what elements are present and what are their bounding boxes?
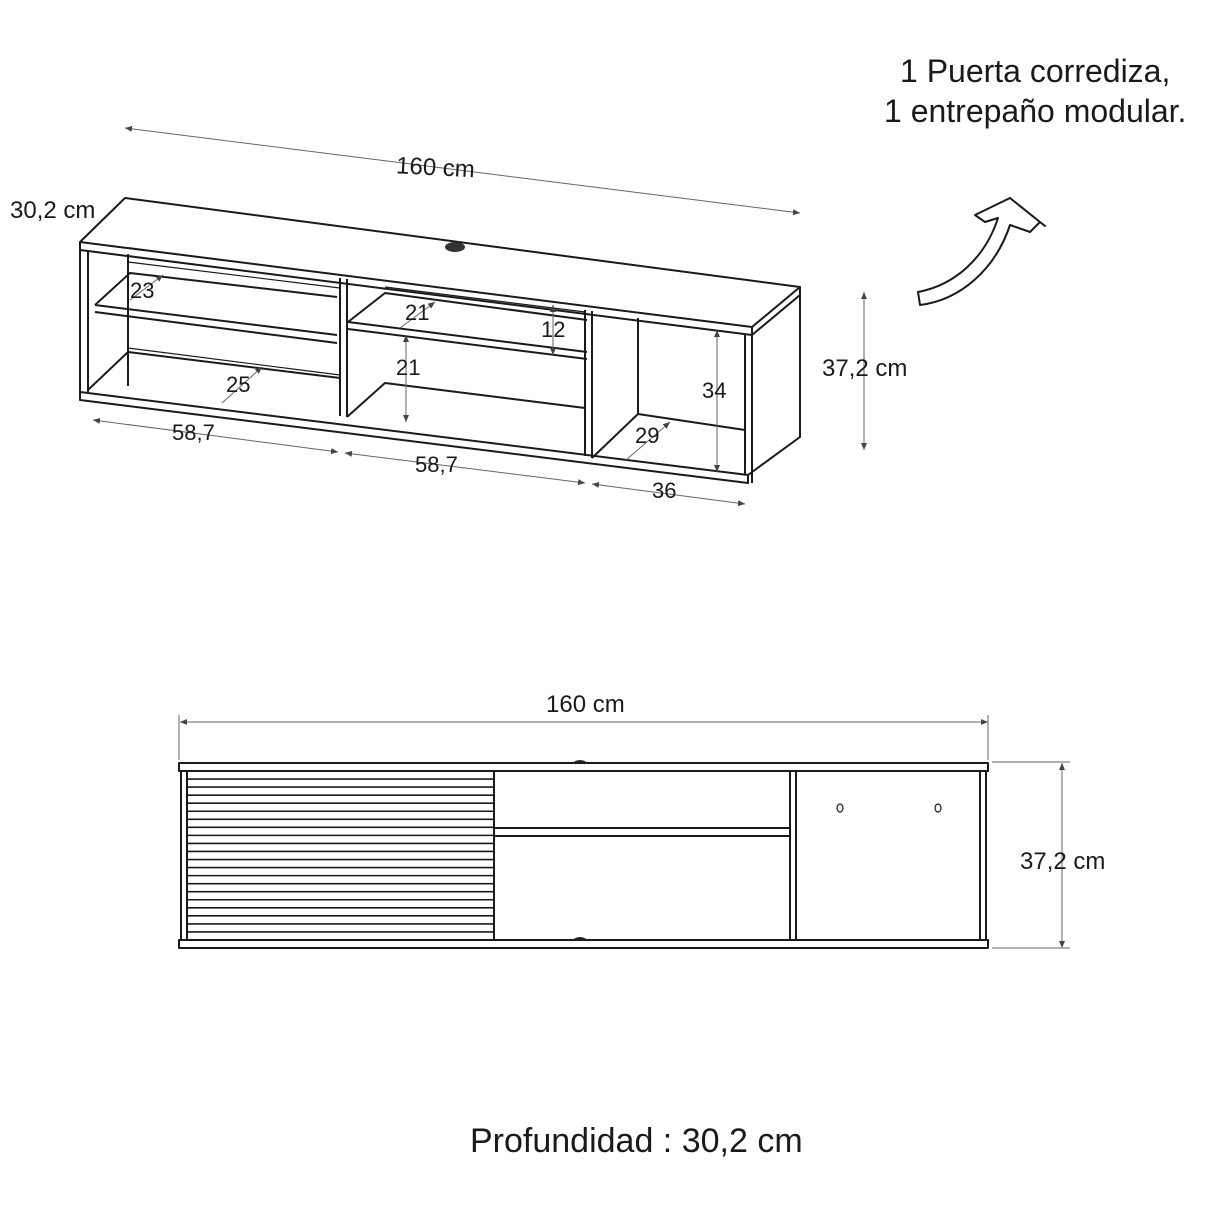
mid-width-label: 58,7 (415, 452, 458, 477)
cable-hole-icon (572, 760, 588, 940)
width-label: 160 cm (395, 152, 475, 183)
door-slats (187, 778, 494, 933)
hole-icon (836, 803, 844, 813)
isometric-view (79, 197, 801, 484)
top-slab (79, 197, 801, 336)
mid-lower-height-label: 21 (396, 355, 420, 380)
left-width-label: 58,7 (172, 420, 215, 445)
front-width-label: 160 cm (546, 691, 625, 718)
right-depth-label: 29 (635, 423, 659, 448)
note-line-2: 1 entrepaño modular. (884, 93, 1186, 129)
left-upper-depth-label: 23 (130, 278, 154, 303)
isometric-labels: 160 cm 30,2 cm 37,2 cm 23 25 21 12 21 34… (10, 152, 907, 503)
front-side-panels (180, 771, 987, 940)
curved-arrow-icon (917, 197, 1046, 306)
cable-hole-icon (445, 242, 465, 252)
sliding-door (186, 770, 495, 941)
front-top-slab (178, 762, 989, 772)
shelf-left (94, 272, 338, 344)
front-dimensions (178, 715, 1070, 949)
front-divider (789, 771, 797, 940)
mid-upper-height-label: 12 (541, 317, 565, 342)
mid-upper-depth-label: 21 (405, 300, 429, 325)
depth-footer-label: Profundidad : 30,2 cm (470, 1122, 803, 1160)
depth-label: 30,2 cm (10, 197, 95, 224)
divider-left (339, 278, 586, 418)
front-view (178, 760, 989, 949)
note-line-1: 1 Puerta corrediza, (900, 53, 1170, 89)
right-panel (637, 318, 753, 483)
bottom-slab (79, 287, 801, 484)
left-lower-depth-label: 25 (226, 372, 250, 397)
shelf-middle (347, 292, 588, 360)
front-bottom-slab (178, 939, 989, 949)
front-shelf (493, 827, 791, 837)
isometric-dimensions (92, 125, 867, 507)
hole-icon (934, 803, 942, 813)
right-width-label: 36 (652, 478, 676, 503)
right-height-label: 34 (702, 378, 726, 403)
divider-right (584, 310, 639, 459)
height-label: 37,2 cm (822, 355, 907, 382)
front-height-label: 37,2 cm (1020, 848, 1105, 875)
